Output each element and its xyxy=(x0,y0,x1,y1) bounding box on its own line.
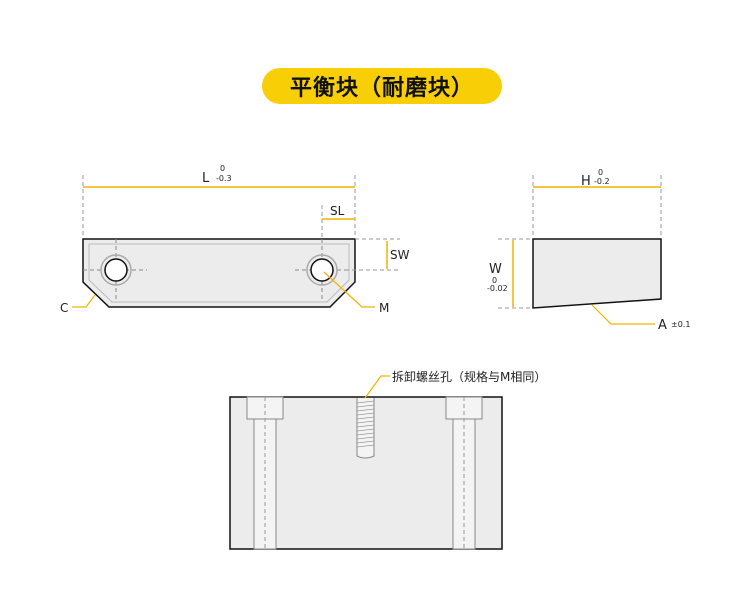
height-tol-upper: 0 xyxy=(598,168,603,177)
height-tol-lower: -0.2 xyxy=(594,177,610,186)
width-label: W xyxy=(489,262,502,277)
removal-hole-callout: 拆卸螺丝孔（规格与M相同） xyxy=(392,369,546,384)
page-title: 平衡块（耐磨块） xyxy=(262,68,502,104)
angle-label: A xyxy=(658,318,667,333)
length-label: L xyxy=(202,171,210,186)
width-tol-lower: -0.02 xyxy=(487,284,508,293)
side-view: H 0 -0.2 W 0 -0.02 A ±0.1 xyxy=(487,168,690,333)
removal-screw-hole xyxy=(356,398,375,459)
chamfer-label: C xyxy=(60,301,68,315)
block-inner-edge xyxy=(88,243,350,303)
chamfer-leader xyxy=(72,294,96,308)
length-tol-lower: -0.3 xyxy=(216,174,232,183)
length-tol-upper: 0 xyxy=(220,164,225,173)
slot-length-label: SL xyxy=(330,204,345,218)
section-view: 拆卸螺丝孔（规格与M相同） xyxy=(229,369,546,550)
angle-leader xyxy=(591,304,655,325)
slot-width-label: SW xyxy=(390,248,410,262)
side-block-outline xyxy=(532,238,662,309)
height-label: H xyxy=(581,174,591,189)
width-tol-upper: 0 xyxy=(492,276,497,285)
thread-leader xyxy=(323,271,375,308)
top-view: L 0 -0.3 SL SW C M xyxy=(60,164,410,315)
thread-lines xyxy=(356,400,375,448)
thread-label: M xyxy=(379,301,389,315)
left-hole xyxy=(104,258,128,282)
angle-tol: ±0.1 xyxy=(671,320,690,329)
right-counterbore xyxy=(306,254,338,286)
removal-hole-leader xyxy=(364,375,390,399)
left-counterbore xyxy=(100,254,132,286)
